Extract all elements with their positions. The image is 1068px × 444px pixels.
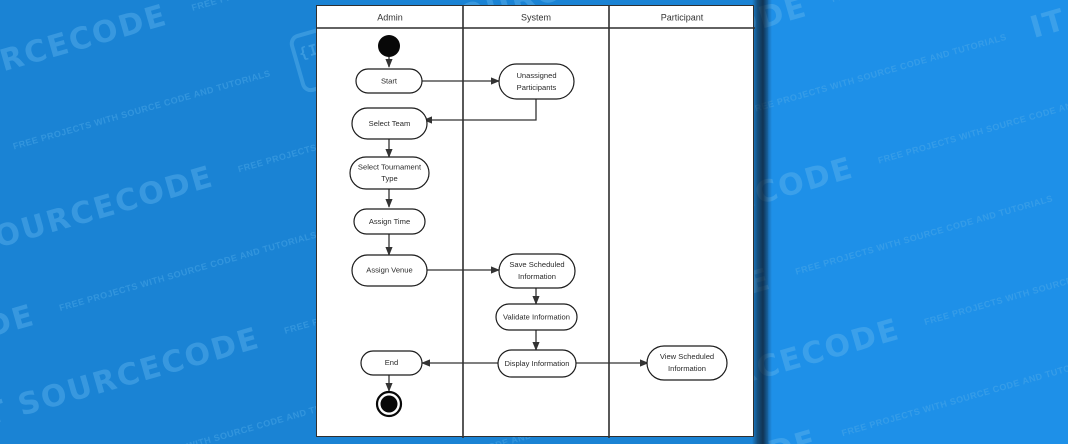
node-unassigned-participants[interactable]: Unassigned Participants	[498, 63, 575, 100]
node-select-team-label: Select Team	[369, 119, 411, 128]
initial-node	[378, 35, 400, 57]
node-select-tournament-type-line2: Type	[381, 174, 397, 183]
node-view-scheduled-information-line1: View Scheduled	[660, 352, 714, 361]
final-node	[375, 390, 403, 418]
node-view-scheduled-information-line2: Information	[668, 364, 706, 373]
node-start-label: Start	[381, 77, 398, 86]
node-save-scheduled-information-line2: Information	[518, 272, 556, 281]
node-validate-information[interactable]: Validate Information	[495, 303, 578, 331]
node-save-scheduled-information[interactable]: Save Scheduled Information	[498, 253, 576, 289]
node-end-label: End	[385, 358, 399, 367]
swimlane-frame	[317, 6, 755, 438]
node-start[interactable]: Start	[355, 68, 423, 94]
node-display-information[interactable]: Display Information	[497, 349, 577, 378]
node-validate-information-label: Validate Information	[503, 313, 570, 322]
node-unassigned-participants-line2: Participants	[517, 83, 557, 92]
node-select-team[interactable]: Select Team	[351, 107, 428, 140]
node-assign-venue[interactable]: Assign Venue	[351, 254, 428, 287]
node-save-scheduled-information-line1: Save Scheduled	[509, 260, 564, 269]
watermark-text: IT SOURCECODE	[1026, 0, 1068, 46]
node-view-scheduled-information[interactable]: View Scheduled Information	[646, 345, 728, 381]
node-unassigned-participants-line1: Unassigned	[516, 71, 556, 80]
lane-header-system: System	[521, 12, 551, 22]
node-assign-venue-label: Assign Venue	[366, 266, 412, 275]
lane-header-participant: Participant	[661, 12, 704, 22]
lane-header-admin: Admin	[377, 12, 403, 22]
edges	[385, 57, 649, 392]
edge-unassigned-to-select-team	[423, 99, 537, 124]
background-right-panel	[768, 0, 1068, 444]
node-assign-time-label: Assign Time	[369, 217, 410, 226]
node-end[interactable]: End	[360, 350, 423, 376]
node-display-information-label: Display Information	[505, 359, 570, 368]
card-shadow-band	[752, 0, 772, 444]
activity-diagram-card: Admin System Participant	[316, 5, 755, 438]
node-select-tournament-type[interactable]: Select Tournament Type	[349, 156, 430, 190]
node-select-tournament-type-line1: Select Tournament	[358, 163, 422, 172]
node-assign-time[interactable]: Assign Time	[353, 208, 426, 235]
